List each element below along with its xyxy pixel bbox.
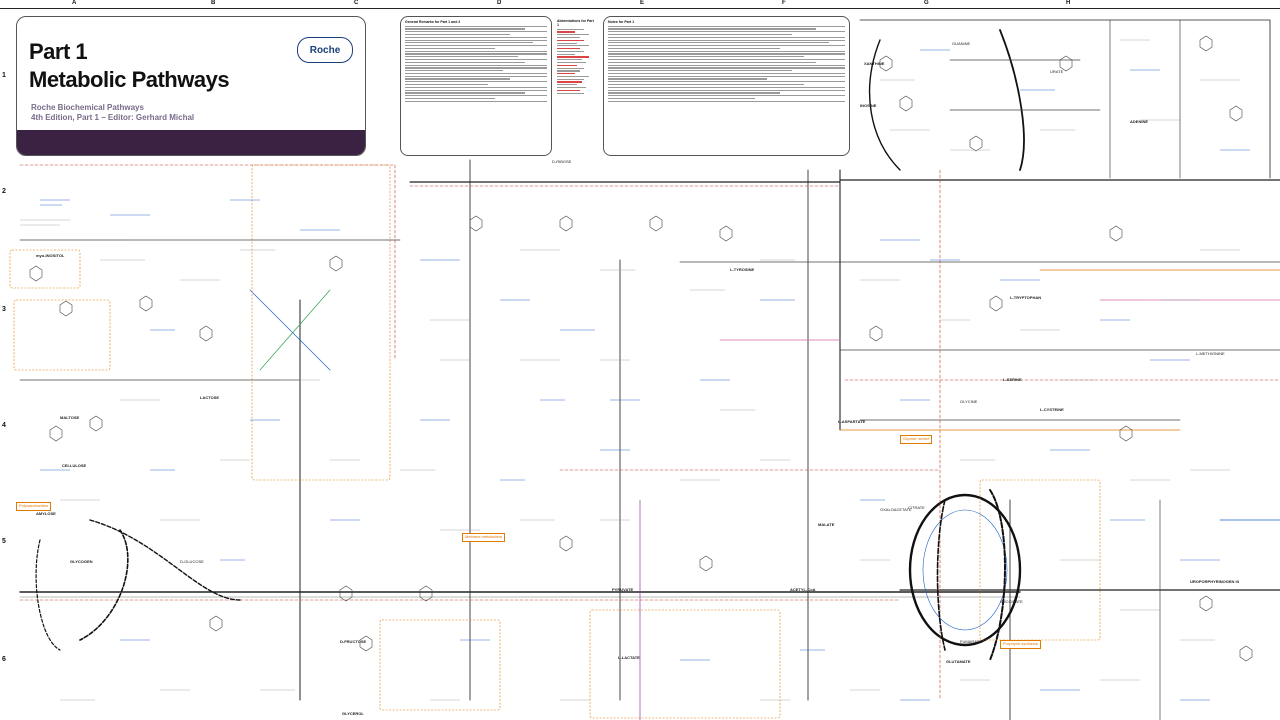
metabolite-l-tryptophan: L-TRYPTOPHAN <box>1010 295 1042 300</box>
metabolite-pyruvate: PYRUVATE <box>612 587 634 592</box>
metabolite-d-ribose: D-RIBOSE <box>552 159 572 164</box>
pathway-box-glycine-serine: Glycine, serine <box>900 435 933 444</box>
grid-column-b: B <box>211 0 216 6</box>
grid-reference-bar <box>0 0 1280 9</box>
metabolite-glucose: D-GLUCOSE <box>180 559 204 564</box>
grid-column-d: D <box>497 0 502 6</box>
metabolite-l-tyrosine: L-TYROSINE <box>730 267 755 272</box>
abbreviations-panel: Abbreviations for Part 1 <box>553 16 598 154</box>
metabolite-citrate: CITRATE <box>908 505 925 510</box>
general-remarks-heading: General Remarks for Part 1 and 2 <box>405 20 461 24</box>
metabolite-xanthine: XANTHINE <box>864 61 885 66</box>
metabolite-glycerol: GLYCEROL <box>342 711 364 716</box>
roche-logo: Roche <box>297 37 353 63</box>
grid-column-g: G <box>924 0 929 6</box>
pathway-box-methane: Methane metabolism <box>462 533 506 542</box>
general-remarks-panel: General Remarks for Part 1 and 2 <box>400 16 552 156</box>
part-number: Part 1 <box>29 39 88 64</box>
notes-panel: Notes for Part 1 <box>603 16 850 156</box>
metabolite-methionine: L-METHIONINE <box>1196 351 1225 356</box>
metabolite-maltose: MALTOSE <box>60 415 80 420</box>
pathway-box-porphyrins: Porphyrin synthesis <box>1000 640 1041 649</box>
notes-heading: Notes for Part 1 <box>608 20 635 24</box>
metabolite-acetyl-coa: ACETYL-CoA <box>790 587 816 592</box>
grid-row-3: 3 <box>2 306 6 313</box>
metabolite-lactose: LACTOSE <box>200 395 220 400</box>
poster-title-panel: Part 1 Metabolic Pathways Roche Biochemi… <box>16 16 366 156</box>
grid-row-4: 4 <box>2 422 6 429</box>
poster-edition: 4th Edition, Part 1 – Editor: Gerhard Mi… <box>31 113 195 122</box>
metabolite-glutamate: GLUTAMATE <box>946 659 971 664</box>
poster-title: Metabolic Pathways <box>29 67 230 92</box>
metabolite-malate: MALATE <box>818 522 835 527</box>
grid-row-5: 5 <box>2 538 6 545</box>
metabolite-l-cysteine: L-CYSTEINE <box>1040 407 1064 412</box>
metabolite-adenine: ADENINE <box>1130 119 1149 124</box>
metabolite-l-serine: L-SERINE <box>1003 377 1022 382</box>
grid-column-e: E <box>640 0 645 6</box>
metabolite-oxaloacetate: OXALOACETATE <box>880 507 912 512</box>
metabolite-guanine: GUANINE <box>952 41 971 46</box>
pathway-box-polysaccharides: Polysaccharides <box>16 502 52 511</box>
metabolite-l-lactate: L-LACTATE <box>618 655 640 660</box>
metabolite-uroporphyrinogen: UROPORPHYRINOGEN III <box>1190 579 1239 584</box>
poster-subtitle: Roche Biochemical Pathways <box>31 103 144 112</box>
metabolite-inosine: INOSINE <box>860 103 877 108</box>
grid-row-2: 2 <box>2 188 6 195</box>
grid-column-h: H <box>1066 0 1071 6</box>
metabolite-fructose: D-FRUCTOSE <box>340 639 367 644</box>
grid-row-6: 6 <box>2 656 6 663</box>
metabolite-myo-inositol: myo-INOSITOL <box>36 253 65 258</box>
metabolite-glycogen: GLYCOGEN <box>70 559 93 564</box>
metabolite-l-aspartate: L-ASPARTATE <box>838 419 866 424</box>
metabolite-fumarate: FUMARATE <box>960 639 982 644</box>
grid-column-c: C <box>354 0 359 6</box>
metabolite-amylose: AMYLOSE <box>36 511 56 516</box>
grid-column-f: F <box>782 0 786 6</box>
abbreviations-heading: Abbreviations for Part 1 <box>557 19 594 27</box>
metabolite-succinate: SUCCINATE <box>1000 599 1023 604</box>
metabolite-cellulose: CELLULOSE <box>62 463 87 468</box>
title-color-band <box>17 130 365 155</box>
grid-column-a: A <box>72 0 77 6</box>
grid-row-1: 1 <box>2 72 6 79</box>
metabolite-glycine: GLYCINE <box>960 399 978 404</box>
metabolite-urate: URATE <box>1050 69 1064 74</box>
